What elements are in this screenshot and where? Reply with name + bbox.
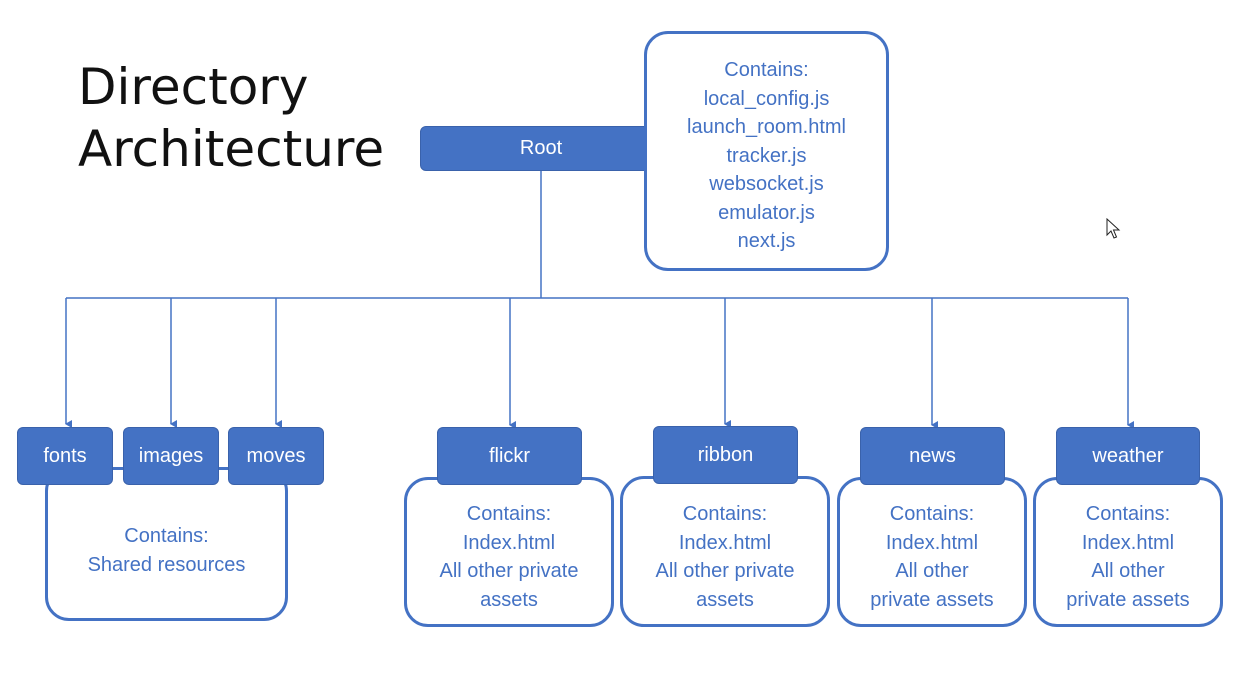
flickr-contains-line: Contains: xyxy=(466,503,552,525)
folder-weather-label: weather xyxy=(1092,444,1164,467)
shared-contains-line: Contains: xyxy=(124,525,209,547)
folder-images-label: images xyxy=(138,444,204,467)
root-contains-line: next.js xyxy=(737,230,796,252)
root-contains-line: launch_room.html xyxy=(687,116,846,138)
ribbon-contains-line: assets xyxy=(696,588,754,611)
news-contains-line: Index.html xyxy=(885,531,979,554)
folder-fonts: fonts xyxy=(17,427,113,485)
folder-ribbon-label: ribbon xyxy=(697,443,754,466)
root-contains-line: local_config.js xyxy=(703,87,830,110)
ribbon-contains-line: All other private xyxy=(655,560,795,582)
folder-flickr-label: flickr xyxy=(488,444,531,467)
title-line-1: Directory xyxy=(78,58,309,116)
root-contains-line: tracker.js xyxy=(726,144,807,167)
flickr-contains-line: Index.html xyxy=(462,531,556,554)
root-box: Root xyxy=(420,126,662,171)
folder-news: news xyxy=(860,427,1005,485)
shared-contains-line: Shared resources xyxy=(87,553,246,576)
root-contains-line: emulator.js xyxy=(718,201,815,224)
ribbon-contains-line: Index.html xyxy=(678,531,772,554)
folder-ribbon: ribbon xyxy=(653,426,798,484)
news-contains-line: Contains: xyxy=(889,503,975,525)
news-contains-line: All other xyxy=(895,560,969,582)
shared-contains-note: Contains: Shared resources xyxy=(45,467,288,621)
folder-news-label: news xyxy=(909,444,956,467)
root-contains-line: Contains: xyxy=(724,59,809,81)
weather-contains-note: Contains: Index.html All other private a… xyxy=(1033,477,1223,627)
weather-contains-line: All other xyxy=(1091,560,1165,582)
flickr-contains-note: Contains: Index.html All other private a… xyxy=(404,477,614,627)
folder-images: images xyxy=(123,427,219,485)
mouse-pointer-icon xyxy=(1106,218,1121,239)
root-contains-note: Contains: local_config.js launch_room.ht… xyxy=(644,31,889,271)
folder-moves-label: moves xyxy=(246,444,306,467)
weather-contains-line: private assets xyxy=(1066,588,1190,611)
root-label: Root xyxy=(519,137,563,159)
flickr-contains-line: assets xyxy=(480,588,538,611)
folder-fonts-label: fonts xyxy=(43,444,87,467)
flickr-contains-line: All other private xyxy=(439,560,579,582)
title-line-2: Architecture xyxy=(78,120,385,178)
news-contains-line: private assets xyxy=(870,588,994,611)
news-contains-note: Contains: Index.html All other private a… xyxy=(837,477,1027,627)
folder-moves: moves xyxy=(228,427,324,485)
page-title: Directory Architecture xyxy=(78,56,384,180)
folder-flickr: flickr xyxy=(437,427,582,485)
ribbon-contains-note: Contains: Index.html All other private a… xyxy=(620,476,830,627)
weather-contains-line: Index.html xyxy=(1081,531,1175,554)
root-contains-line: websocket.js xyxy=(709,173,824,195)
weather-contains-line: Contains: xyxy=(1085,503,1171,525)
ribbon-contains-line: Contains: xyxy=(682,503,768,525)
folder-weather: weather xyxy=(1056,427,1200,485)
